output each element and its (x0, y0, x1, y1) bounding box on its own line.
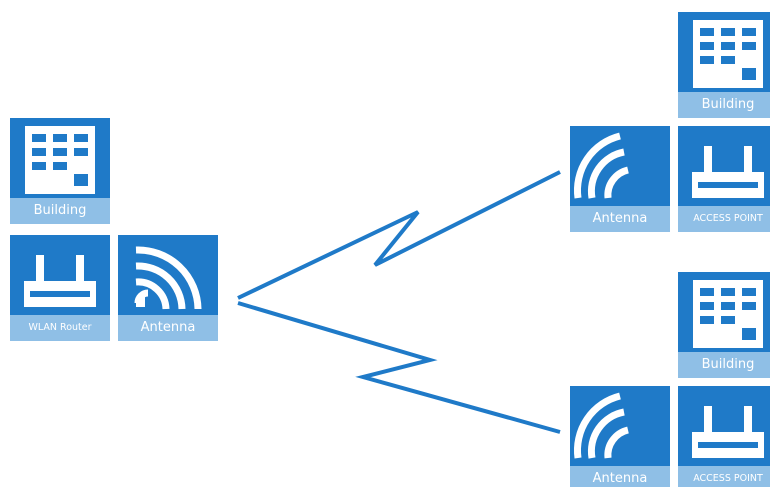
left-building-tile: Building (10, 118, 110, 224)
router-icon (24, 255, 96, 307)
building-icon (693, 20, 763, 88)
right-bottom-access-point-tile: ACCESS POINT (678, 386, 770, 487)
wireless-link-bottom (237, 301, 561, 434)
access-point-icon (692, 406, 764, 458)
antenna-label: Antenna (118, 315, 218, 341)
antenna-label: Antenna (570, 466, 670, 487)
access-point-label: ACCESS POINT (678, 206, 770, 232)
access-point-label: ACCESS POINT (678, 466, 770, 487)
building-label: Building (678, 352, 770, 378)
right-top-access-point-tile: ACCESS POINT (678, 126, 770, 232)
access-point-icon (692, 146, 764, 198)
antenna-icon (134, 246, 202, 310)
building-icon (693, 280, 763, 348)
right-top-building-tile: Building (678, 12, 770, 118)
right-top-antenna-tile: Antenna (570, 126, 670, 232)
wireless-link-top (237, 170, 561, 300)
router-label: WLAN Router (10, 315, 110, 341)
building-label: Building (10, 198, 110, 224)
left-antenna-tile: Antenna (118, 235, 218, 341)
antenna-label: Antenna (570, 206, 670, 232)
antenna-icon (574, 132, 630, 199)
right-bottom-building-tile: Building (678, 272, 770, 378)
building-label: Building (678, 92, 770, 118)
building-icon (25, 126, 95, 194)
antenna-icon (574, 392, 630, 459)
left-router-tile: WLAN Router (10, 235, 110, 341)
right-bottom-antenna-tile: Antenna (570, 386, 670, 487)
